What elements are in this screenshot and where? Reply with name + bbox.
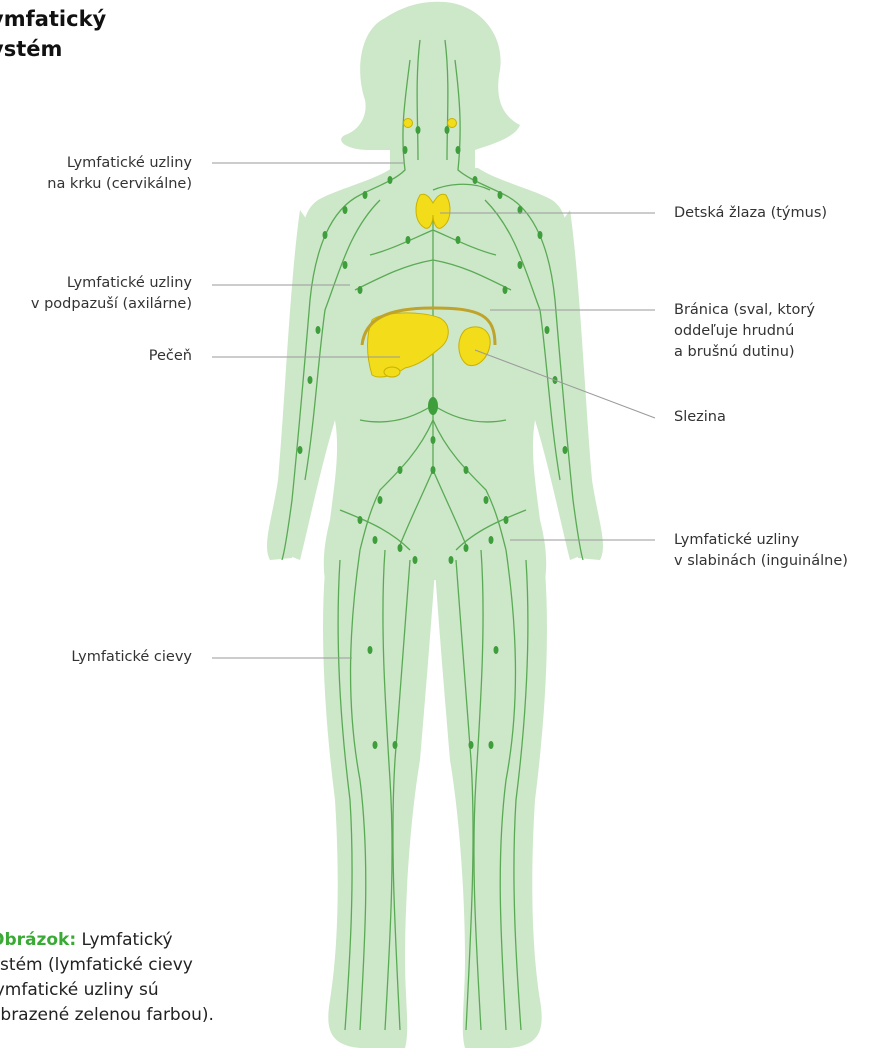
caption-line-2: ystém (lymfatické cievy bbox=[0, 953, 290, 978]
lymph-node bbox=[538, 231, 543, 239]
label-spleen-line-1: Slezina bbox=[674, 407, 875, 428]
lymph-node bbox=[393, 741, 398, 749]
lymph-node bbox=[378, 496, 383, 504]
lymph-node bbox=[431, 436, 436, 444]
lymph-node bbox=[504, 516, 509, 524]
gallbladder bbox=[384, 367, 400, 377]
lymph-node bbox=[431, 466, 436, 474]
lymph-node bbox=[398, 466, 403, 474]
label-thymus-line-1: Detská žlaza (týmus) bbox=[674, 203, 875, 224]
lymph-node bbox=[316, 326, 321, 334]
lymph-node bbox=[473, 176, 478, 184]
caption-line-1: Obrázok: Lymfatický bbox=[0, 928, 290, 953]
label-diaphragm-line-1: Bránica (sval, ktorý bbox=[674, 300, 875, 321]
lymph-node bbox=[445, 126, 450, 134]
lymph-node bbox=[484, 496, 489, 504]
label-inguinal-nodes: Lymfatické uzliny v slabinách (inguináln… bbox=[674, 530, 874, 572]
lymph-node bbox=[403, 146, 408, 154]
label-inguinal-line-1: Lymfatické uzliny bbox=[674, 530, 874, 551]
label-axillary-line-1: Lymfatické uzliny bbox=[0, 273, 192, 294]
lymph-node bbox=[343, 206, 348, 214]
label-axillary-nodes: Lymfatické uzliny v podpazuší (axilárne) bbox=[0, 273, 192, 315]
caption-head: Obrázok: bbox=[0, 930, 76, 950]
lymph-node bbox=[449, 556, 454, 564]
label-inguinal-line-2: v slabinách (inguinálne) bbox=[674, 551, 874, 572]
lymph-node bbox=[368, 646, 373, 654]
lymph-node bbox=[398, 544, 403, 552]
lymph-node bbox=[456, 146, 461, 154]
lymph-node bbox=[545, 326, 550, 334]
lymph-node bbox=[343, 261, 348, 269]
lymph-node bbox=[416, 126, 421, 134]
lymph-node bbox=[406, 236, 411, 244]
tonsil bbox=[448, 119, 457, 128]
lymph-node bbox=[498, 191, 503, 199]
label-cervical-line-2: na krku (cervikálne) bbox=[0, 174, 192, 195]
diagram-title: ymfatický ystém bbox=[0, 4, 190, 64]
lymph-node bbox=[373, 536, 378, 544]
label-axillary-line-2: v podpazuší (axilárne) bbox=[0, 294, 192, 315]
lymph-node bbox=[469, 741, 474, 749]
lymph-node bbox=[563, 446, 568, 454]
lymph-node bbox=[298, 446, 303, 454]
lymph-node bbox=[464, 544, 469, 552]
lymph-node bbox=[308, 376, 313, 384]
lymph-node bbox=[456, 236, 461, 244]
lymph-node bbox=[323, 231, 328, 239]
lymph-node bbox=[358, 286, 363, 294]
body-silhouette bbox=[267, 2, 603, 1048]
lymph-node bbox=[489, 536, 494, 544]
label-cervical-nodes: Lymfatické uzliny na krku (cervikálne) bbox=[0, 153, 192, 195]
caption-line-3: lymfatické uzliny sú bbox=[0, 978, 290, 1003]
label-lymph-vessels: Lymfatické cievy bbox=[0, 647, 192, 668]
lymph-node bbox=[388, 176, 393, 184]
lymph-node bbox=[489, 741, 494, 749]
label-spleen: Slezina bbox=[674, 407, 875, 428]
lymph-node bbox=[363, 191, 368, 199]
title-line-2: ystém bbox=[0, 34, 190, 64]
lymph-node bbox=[373, 741, 378, 749]
lymph-node bbox=[503, 286, 508, 294]
label-diaphragm-line-2: oddeľuje hrudnú bbox=[674, 321, 875, 342]
label-diaphragm-line-3: a brušnú dutinu) bbox=[674, 342, 875, 363]
label-diaphragm: Bránica (sval, ktorý oddeľuje hrudnú a b… bbox=[674, 300, 875, 363]
lymph-node bbox=[464, 466, 469, 474]
caption-text-1: Lymfatický bbox=[76, 930, 172, 950]
lymph-node bbox=[518, 261, 523, 269]
title-line-1: ymfatický bbox=[0, 4, 190, 34]
lymph-node bbox=[494, 646, 499, 654]
caption-line-4: obrazené zelenou farbou). bbox=[0, 1003, 290, 1028]
lymph-node bbox=[413, 556, 418, 564]
label-vessels-line-1: Lymfatické cievy bbox=[0, 647, 192, 668]
lymph-node bbox=[358, 516, 363, 524]
label-cervical-line-1: Lymfatické uzliny bbox=[0, 153, 192, 174]
figure-caption: Obrázok: Lymfatický ystém (lymfatické ci… bbox=[0, 928, 290, 1028]
label-liver-line-1: Pečeň bbox=[0, 346, 192, 367]
lymph-node bbox=[428, 397, 438, 415]
label-liver: Pečeň bbox=[0, 346, 192, 367]
label-thymus: Detská žlaza (týmus) bbox=[674, 203, 875, 224]
tonsil bbox=[404, 119, 413, 128]
